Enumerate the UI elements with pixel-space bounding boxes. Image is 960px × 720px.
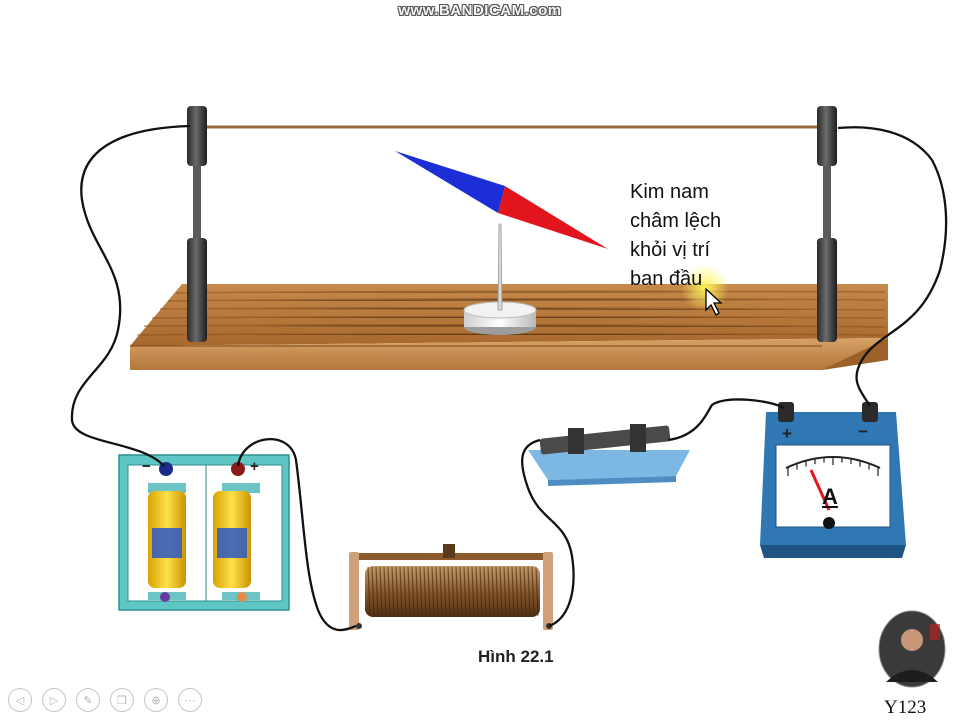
caption-line-3: khỏi vị trí — [630, 239, 711, 261]
switch — [528, 424, 690, 486]
see-all-slides-button[interactable]: ❐ — [110, 688, 134, 712]
battery-minus-label: − — [142, 458, 151, 475]
ammeter-minus-label: − — [858, 422, 868, 441]
rheostat — [349, 544, 553, 630]
ammeter-letter: A — [822, 484, 838, 509]
battery-plus-label: + — [250, 458, 259, 475]
right-support-post — [817, 106, 837, 342]
figure-title: Hình 22.1 — [478, 647, 554, 666]
more-options-button[interactable]: ⋯ — [178, 688, 202, 712]
compass-needle — [395, 151, 608, 335]
bandicam-watermark: www.BANDICAM.com — [398, 2, 562, 19]
ammeter-plus-label: + — [782, 424, 792, 443]
caption-line-2: châm lệch — [630, 210, 722, 232]
slideshow-toolbar: ◁ ▷ ✎ ❐ ⊕ ⋯ — [8, 688, 202, 714]
presenter-name: Y123 — [884, 697, 927, 718]
next-slide-button[interactable]: ▷ — [42, 688, 66, 712]
caption-line-4: ban đầu — [630, 268, 703, 290]
pen-tool-button[interactable]: ✎ — [76, 688, 100, 712]
presenter-avatar-icon — [878, 610, 946, 688]
battery-holder — [118, 454, 290, 611]
left-support-post — [187, 106, 207, 342]
caption-line-1: Kim nam — [630, 181, 709, 203]
mouse-cursor-icon — [705, 287, 723, 316]
ammeter — [760, 402, 906, 558]
zoom-button[interactable]: ⊕ — [144, 688, 168, 712]
previous-slide-button[interactable]: ◁ — [8, 688, 32, 712]
needle-deflection-caption: Kim nam châm lệch khỏi vị trí ban đầu — [630, 178, 770, 294]
circuit-wires — [70, 124, 948, 632]
